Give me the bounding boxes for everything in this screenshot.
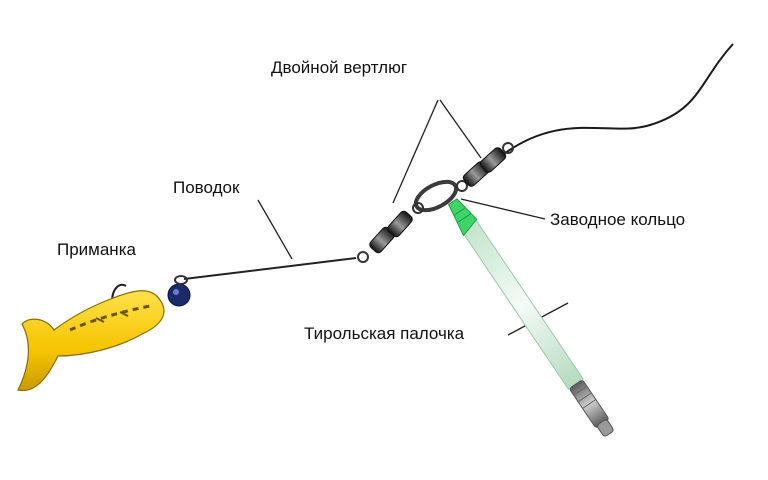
- pointer-swivel-right: [439, 99, 482, 159]
- double-swivel: [357, 142, 514, 263]
- main-line: [495, 43, 734, 161]
- label-lure: Приманка: [57, 240, 136, 259]
- leader-line: [183, 257, 357, 280]
- pointer-ring: [460, 198, 546, 220]
- label-tyrolean-stick: Тирольская палочка: [304, 324, 465, 343]
- tyrolean-stick: [447, 198, 614, 437]
- split-ring: [413, 179, 459, 213]
- pointer-leader: [257, 199, 293, 260]
- label-leader: Поводок: [173, 178, 240, 197]
- label-split-ring: Заводное кольцо: [550, 210, 686, 229]
- pointer-swivel-left: [392, 99, 439, 204]
- label-double-swivel: Двойной вертлюг: [271, 58, 408, 77]
- lure: [17, 275, 191, 392]
